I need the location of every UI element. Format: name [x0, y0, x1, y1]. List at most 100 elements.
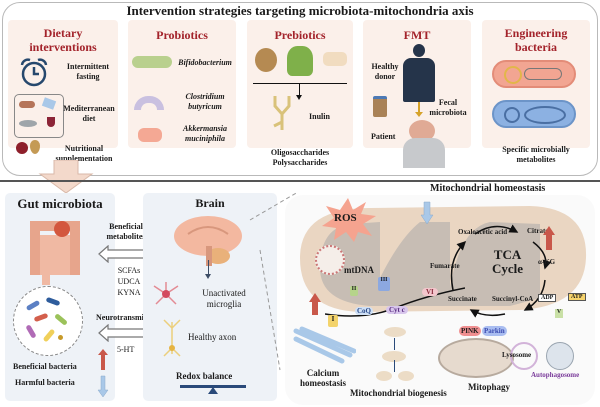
bifidobacterium-icon	[132, 56, 172, 68]
bacterium-icon	[58, 335, 63, 340]
zoom-connector	[249, 191, 299, 371]
prebiotics-bar	[253, 83, 347, 84]
cheese-icon	[41, 97, 57, 110]
complex-ii: II	[350, 286, 358, 296]
atp-label: ATP	[568, 293, 586, 301]
supp-l2: supplementation	[55, 154, 113, 163]
etc-membrane-line	[325, 287, 465, 317]
calcium-homeostasis-label: Calcium homeostasis	[300, 368, 346, 388]
healthy-axon-label: Healthy axon	[188, 332, 237, 342]
supp-l1: Nutritional	[64, 144, 104, 153]
parkin-label: Parkin	[482, 326, 507, 336]
bacterium-icon	[25, 324, 37, 339]
meat-icon	[19, 101, 35, 108]
engineered-bacterium-2-icon	[492, 100, 576, 128]
akk-l2: muciniphila	[184, 134, 225, 143]
alarm-clock-icon	[20, 58, 48, 87]
card-fmt-title: FMT	[403, 28, 431, 42]
card-fmt: FMT Healthy donor Fecal microbiota Patie…	[363, 20, 471, 168]
calcium-l2: homeostasis	[300, 378, 347, 388]
adp-label: ADP	[538, 294, 557, 302]
donor-head-icon	[413, 44, 425, 57]
brain-title: Brain	[195, 196, 225, 210]
flow-down-arrow	[38, 160, 94, 194]
card-prebiotics-title: Prebiotics	[274, 28, 326, 42]
bacterium-icon	[42, 328, 56, 343]
metabolite-udca: UDCA	[117, 277, 141, 286]
serotonin-label: 5-HT	[117, 345, 135, 354]
eng-l1: Engineering	[504, 26, 568, 40]
tca-succinate: Succinate	[448, 295, 477, 303]
prebiotics-arrowhead	[296, 95, 302, 100]
balance-beam-icon	[180, 385, 246, 388]
complex-vi: VI	[422, 288, 438, 296]
tca-fumarate: Fumarate	[430, 262, 460, 270]
card-dietary: Dietary interventions Intermittent fasti…	[8, 20, 118, 154]
brain-arrowhead	[205, 274, 211, 279]
mito-biogenesis-label: Mitochondrial biogenesis	[350, 388, 447, 398]
probiotic-bifido: Bifidobacterium	[178, 58, 232, 67]
tca-oxaloacetic: Oxaloacetic acid	[458, 228, 508, 236]
ros-burst-icon	[322, 198, 376, 242]
coq-label: CoQ	[355, 307, 373, 315]
complex-v: V	[555, 309, 563, 318]
dna-icon	[524, 68, 562, 80]
microglia-l2: microglia	[206, 299, 242, 309]
bacterium-icon	[33, 312, 49, 323]
complex-iii: III	[378, 277, 390, 291]
harmful-bacteria-label: Harmful bacteria	[15, 378, 75, 387]
metab-l2: metabolites	[106, 232, 146, 241]
metab-l1: Beneficial	[109, 222, 143, 231]
brain-down-arrow	[208, 260, 209, 276]
card-dietary-title-l1: Dietary	[43, 26, 83, 40]
mito-small-2-icon	[382, 351, 406, 362]
patient-head-icon	[409, 120, 435, 142]
donor-l1: Healthy	[371, 62, 399, 71]
walnut-icon	[255, 48, 277, 72]
prebiotics-arrow	[299, 83, 300, 97]
card-probiotics: Probiotics Bifidobacterium Clostridium b…	[128, 20, 236, 148]
plasmid-icon	[504, 66, 522, 84]
prebiotic-inulin: Inulin	[309, 112, 330, 121]
ros-label: ROS	[334, 212, 357, 224]
inulin-structure-icon	[273, 96, 291, 130]
dietary-item-fasting: Intermittent fasting	[58, 62, 118, 82]
mito-title: Mitochondrial homeostasis	[430, 183, 546, 194]
eng-cap-l1: Specific microbially	[502, 145, 570, 154]
damaged-mito-icon	[438, 338, 514, 378]
beneficial-bacteria-label: Beneficial bacteria	[13, 362, 77, 371]
ginger-icon	[323, 52, 347, 66]
microglia-label: Unactivated microglia	[188, 288, 260, 310]
calcium-l1: Calcium	[306, 368, 340, 378]
fecal-l1: Fecal	[438, 98, 458, 107]
interventions-title: Intervention strategies targeting microb…	[126, 3, 474, 18]
plasmid-2-icon	[504, 107, 520, 123]
clos-l2: butyricum	[188, 102, 222, 111]
donor-body-icon	[403, 58, 435, 102]
wine-icon	[47, 117, 55, 127]
prebiotic-types: Oligosaccharides Polysaccharides	[247, 148, 353, 168]
tca-citrate: Citrate	[527, 227, 549, 235]
fish-icon	[19, 120, 37, 127]
bacterium-icon	[45, 296, 61, 307]
card-prebiotics: Prebiotics Inulin Oligosaccharides Polys…	[247, 20, 353, 167]
metabolite-list: SCFAs UDCA KYNA	[112, 265, 146, 298]
er-calcium-icon	[293, 326, 356, 364]
lysosome-ring-icon	[510, 342, 538, 370]
fasting-l2: fasting	[76, 72, 100, 81]
metabolite-kyna: KYNA	[117, 288, 141, 297]
eng-caption: Specific microbially metabolites	[482, 145, 590, 165]
akkermansia-icon	[138, 128, 162, 142]
med-l1: Mediterranean	[63, 104, 115, 113]
oil-drop-icon	[30, 140, 40, 154]
mtdna-label: mtDNA	[344, 265, 374, 275]
clostridium-icon	[134, 96, 164, 110]
biogenesis-arrow-2	[394, 360, 395, 372]
mediterranean-food-icon	[14, 94, 64, 138]
card-probiotics-title: Probiotics	[156, 28, 208, 42]
eng-cap-l2: metabolites	[516, 155, 556, 164]
bacterium-icon	[25, 299, 41, 312]
fasting-l1: Intermittent	[66, 62, 110, 71]
beneficial-metabolites-label: Beneficial metabolites	[104, 222, 148, 242]
neurotransmitter-label: Neurotransmitter	[96, 313, 157, 322]
